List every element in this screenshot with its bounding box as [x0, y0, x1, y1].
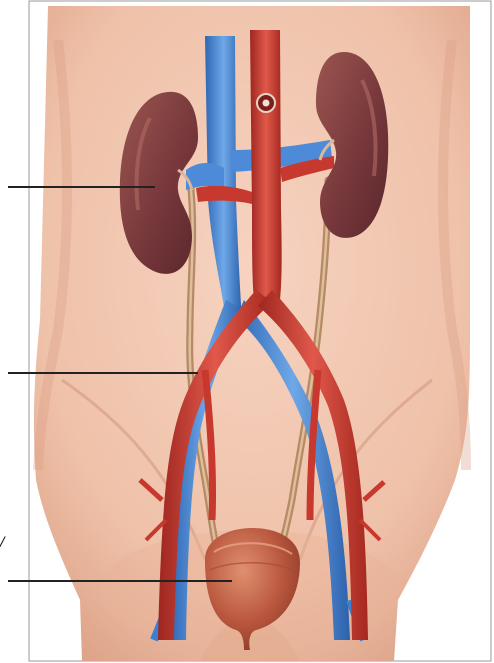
stray-slash-mark: /: [0, 532, 20, 556]
